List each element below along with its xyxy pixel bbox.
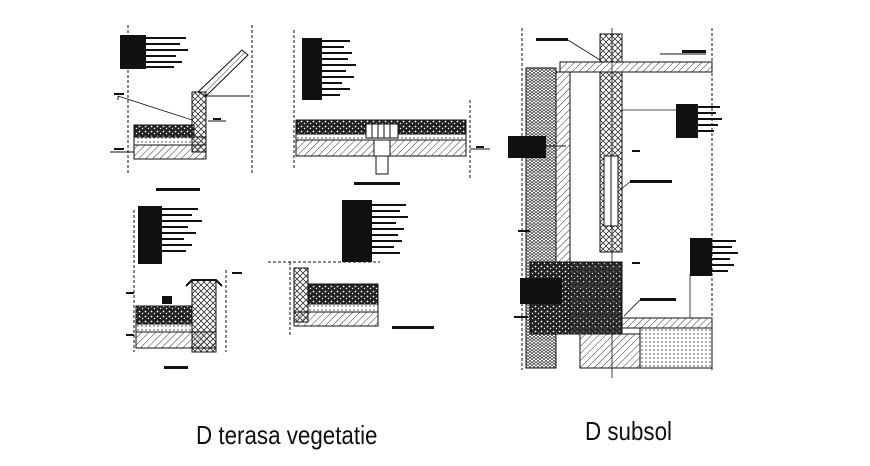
- sloped-roof: [197, 49, 249, 97]
- basement-floor-slab: [621, 317, 713, 329]
- annotation-block: [120, 35, 188, 69]
- detail-label-bar: [392, 326, 434, 329]
- annotation-block: [676, 104, 722, 138]
- concrete-slab: [293, 311, 379, 327]
- annotation-block: [138, 206, 202, 264]
- detail-terrace-parapet-lower: [126, 206, 242, 369]
- floor-subbase: [639, 327, 713, 369]
- vegetation-layer: [133, 124, 195, 138]
- drain-pipe: [375, 155, 389, 175]
- concrete-slab: [135, 331, 217, 349]
- detail-basement-wall: [508, 28, 738, 378]
- detail-terrace-drain: [293, 30, 490, 185]
- vegetation-layer: [307, 283, 379, 305]
- caption-basement: D subsol: [585, 416, 672, 446]
- vegetation-layer: [135, 305, 193, 325]
- foundation-base: [579, 333, 641, 369]
- detail-terrace-edge: [268, 200, 434, 335]
- caption-vegetated-terrace: D terasa vegetatie: [196, 420, 378, 450]
- detail-terrace-parapet-upper: [110, 25, 253, 191]
- annotation-block: [302, 38, 356, 100]
- detail-label-bar: [164, 366, 188, 369]
- detail-label-bar: [354, 182, 400, 185]
- annotation-block: [520, 278, 562, 304]
- concrete-slab: [133, 144, 207, 160]
- annotation-block: [690, 238, 738, 276]
- upper-wall: [599, 33, 623, 63]
- roof-drain: [365, 123, 399, 139]
- ground-floor-slab: [559, 61, 713, 73]
- basement-wall: [555, 71, 571, 263]
- annotation-block: [508, 136, 546, 158]
- detail-label-bar: [156, 188, 200, 191]
- foundation-footing: [569, 261, 623, 335]
- annotation-block: [342, 200, 408, 262]
